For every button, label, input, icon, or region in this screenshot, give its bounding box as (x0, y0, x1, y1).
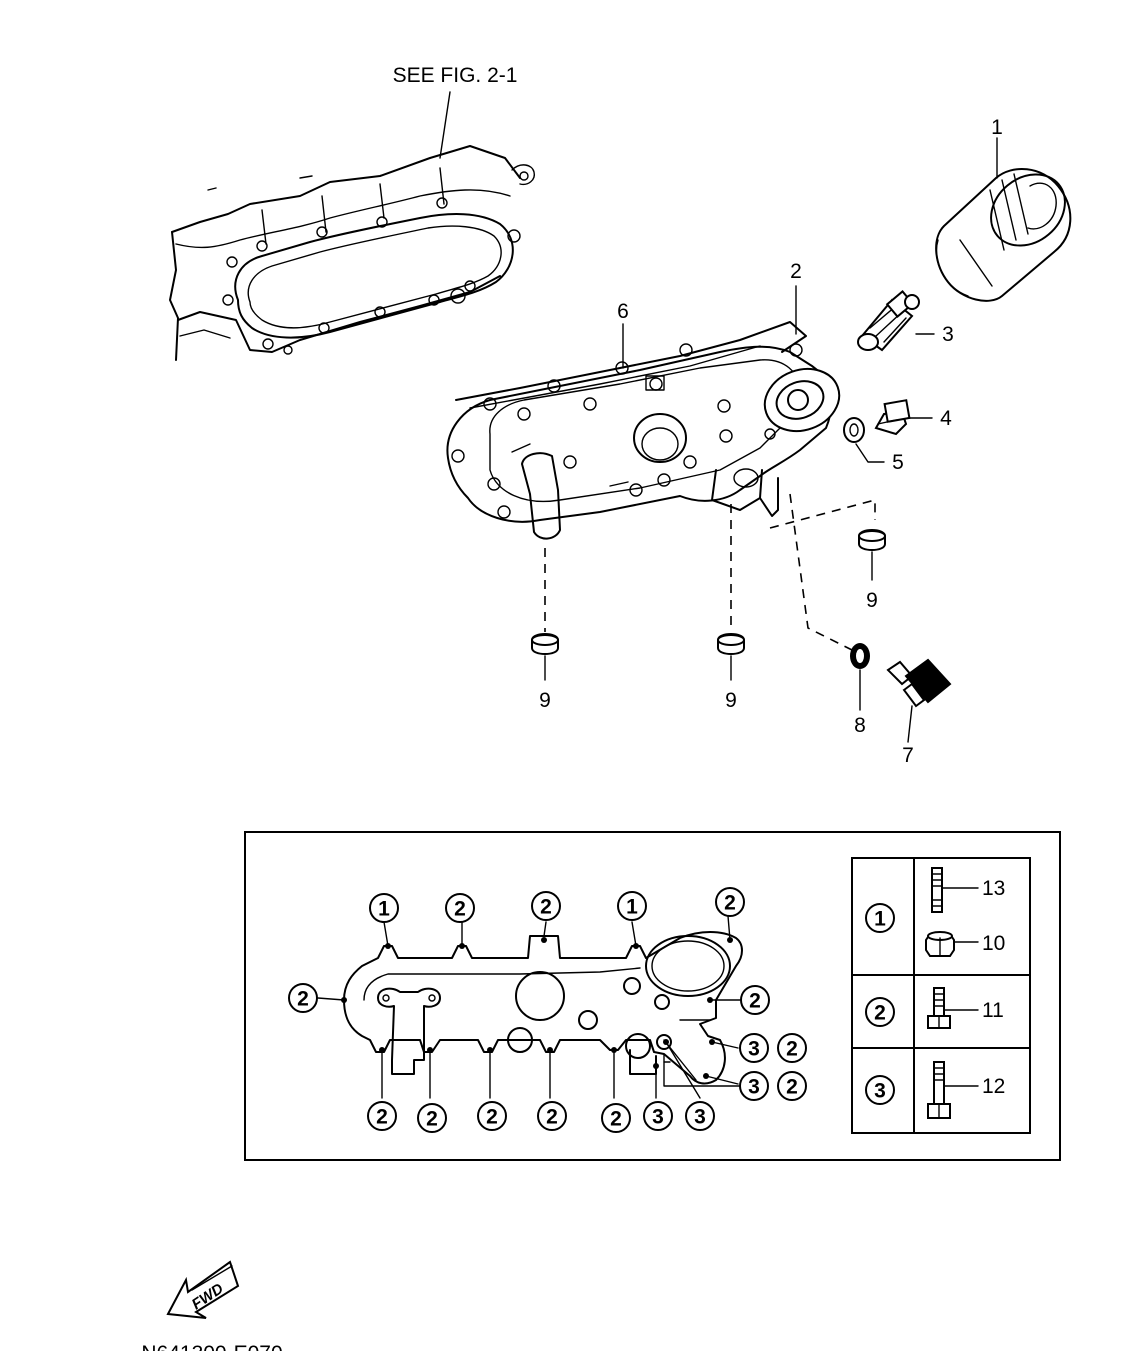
callout-5: 5 (892, 451, 904, 474)
callout-6: 6 (617, 300, 629, 323)
bolt-code-2-marker-label: 2 (454, 898, 466, 921)
bolt-code-2-marker-label: 2 (749, 990, 761, 1013)
forward-direction-arrow-icon: FWD (166, 1260, 240, 1319)
bolt-code-1-marker: 1 (617, 891, 647, 921)
see-fig-reference-label: SEE FIG. 2-1 (393, 64, 518, 87)
legend-part-number: 12 (982, 1075, 1005, 1098)
legend-part-number: 13 (982, 877, 1005, 900)
short-bolt-icon (927, 987, 951, 1029)
bolt-code-2-marker-label: 2 (724, 892, 736, 915)
bolt-code-3-marker: 3 (739, 1071, 769, 1101)
bolt-code-1-marker: 1 (369, 893, 399, 923)
bolt-code-2-marker: 2 (367, 1101, 397, 1131)
bolt-code-3-marker: 3 (643, 1101, 673, 1131)
hex-nut-icon (925, 931, 955, 957)
bolt-code-2-marker-label: 2 (297, 988, 309, 1011)
oil-pressure-switch-part (857, 290, 920, 352)
bolt-code-2-marker: 2 (777, 1071, 807, 1101)
legend-code-marker-label: 2 (874, 1002, 886, 1025)
bolt-code-1-marker-label: 1 (378, 898, 390, 921)
bolt-code-2-marker-label: 2 (546, 1106, 558, 1129)
bolt-code-3-marker-label: 3 (748, 1076, 760, 1099)
blind-plug-part (531, 529, 886, 655)
callout-5-leader (855, 443, 885, 463)
bolt-code-2-marker: 2 (777, 1033, 807, 1063)
bolt-code-1-marker-label: 1 (626, 896, 638, 919)
bolt-code-2-marker-label: 2 (486, 1106, 498, 1129)
sealing-washer-part (850, 643, 870, 669)
bolt-code-2-marker: 2 (537, 1101, 567, 1131)
bolt-code-3-marker: 3 (685, 1101, 715, 1131)
callout-7: 7 (902, 744, 914, 767)
thermo-sensor-part (886, 658, 952, 708)
callout-7-leader (907, 705, 913, 743)
legend-code-marker: 2 (865, 997, 895, 1027)
bolt-code-2-markers: 2 2 2 2 2 2 2 2 2 2 2 2 (288, 887, 807, 1133)
callout-9-right: 9 (866, 589, 878, 612)
gasket-washer-part (843, 417, 865, 443)
bolt-code-3-marker-label: 3 (748, 1038, 760, 1061)
bolt-code-2-marker: 2 (417, 1103, 447, 1133)
callout-4: 4 (940, 407, 952, 430)
bolt-code-2-marker-label: 2 (376, 1106, 388, 1129)
legend-code-marker-label: 1 (874, 908, 886, 931)
bolt-code-3-markers: 3 3 3 3 (643, 1033, 769, 1131)
assembly-dashed-lines (544, 493, 876, 653)
drawing-code: N641300-E070 (141, 1342, 282, 1351)
plug-bolt-part (874, 399, 911, 436)
bolt-code-2-marker-label: 2 (426, 1108, 438, 1131)
legend-part-number: 10 (982, 932, 1005, 955)
bolt-code-3-marker-label: 3 (652, 1106, 664, 1129)
bolt-code-2-marker: 2 (288, 983, 318, 1013)
bolt-code-2-marker: 2 (740, 985, 770, 1015)
callout-8: 8 (854, 714, 866, 737)
legend-code-marker: 3 (865, 1075, 895, 1105)
bolt-code-2-marker: 2 (601, 1103, 631, 1133)
bolt-code-3-marker: 3 (739, 1033, 769, 1063)
long-bolt-icon (927, 1061, 951, 1119)
legend-part-number: 11 (982, 999, 1004, 1022)
callout-1: 1 (991, 116, 1003, 139)
oil-filter-cover-part (446, 321, 841, 540)
bolt-code-3-marker-label: 3 (694, 1106, 706, 1129)
stud-bolt-icon (931, 867, 943, 913)
bolt-code-2-marker-label: 2 (540, 896, 552, 919)
bolt-code-2-marker-label: 2 (786, 1038, 798, 1061)
bolt-code-2-marker: 2 (477, 1101, 507, 1131)
callout-2: 2 (790, 260, 802, 283)
legend-code-marker-label: 3 (874, 1080, 886, 1103)
legend-code-marker: 1 (865, 903, 895, 933)
bolt-code-2-marker: 2 (445, 893, 475, 923)
engine-block-reference-drawing (169, 91, 535, 361)
callout-9-left: 9 (539, 689, 551, 712)
bolt-code-2-marker-label: 2 (610, 1108, 622, 1131)
callout-9-center: 9 (725, 689, 737, 712)
bolt-code-2-marker-label: 2 (786, 1076, 798, 1099)
bolt-code-2-marker: 2 (715, 887, 745, 917)
callout-3: 3 (942, 323, 954, 346)
oil-filter-part (935, 167, 1072, 302)
bolt-code-2-marker: 2 (531, 891, 561, 921)
